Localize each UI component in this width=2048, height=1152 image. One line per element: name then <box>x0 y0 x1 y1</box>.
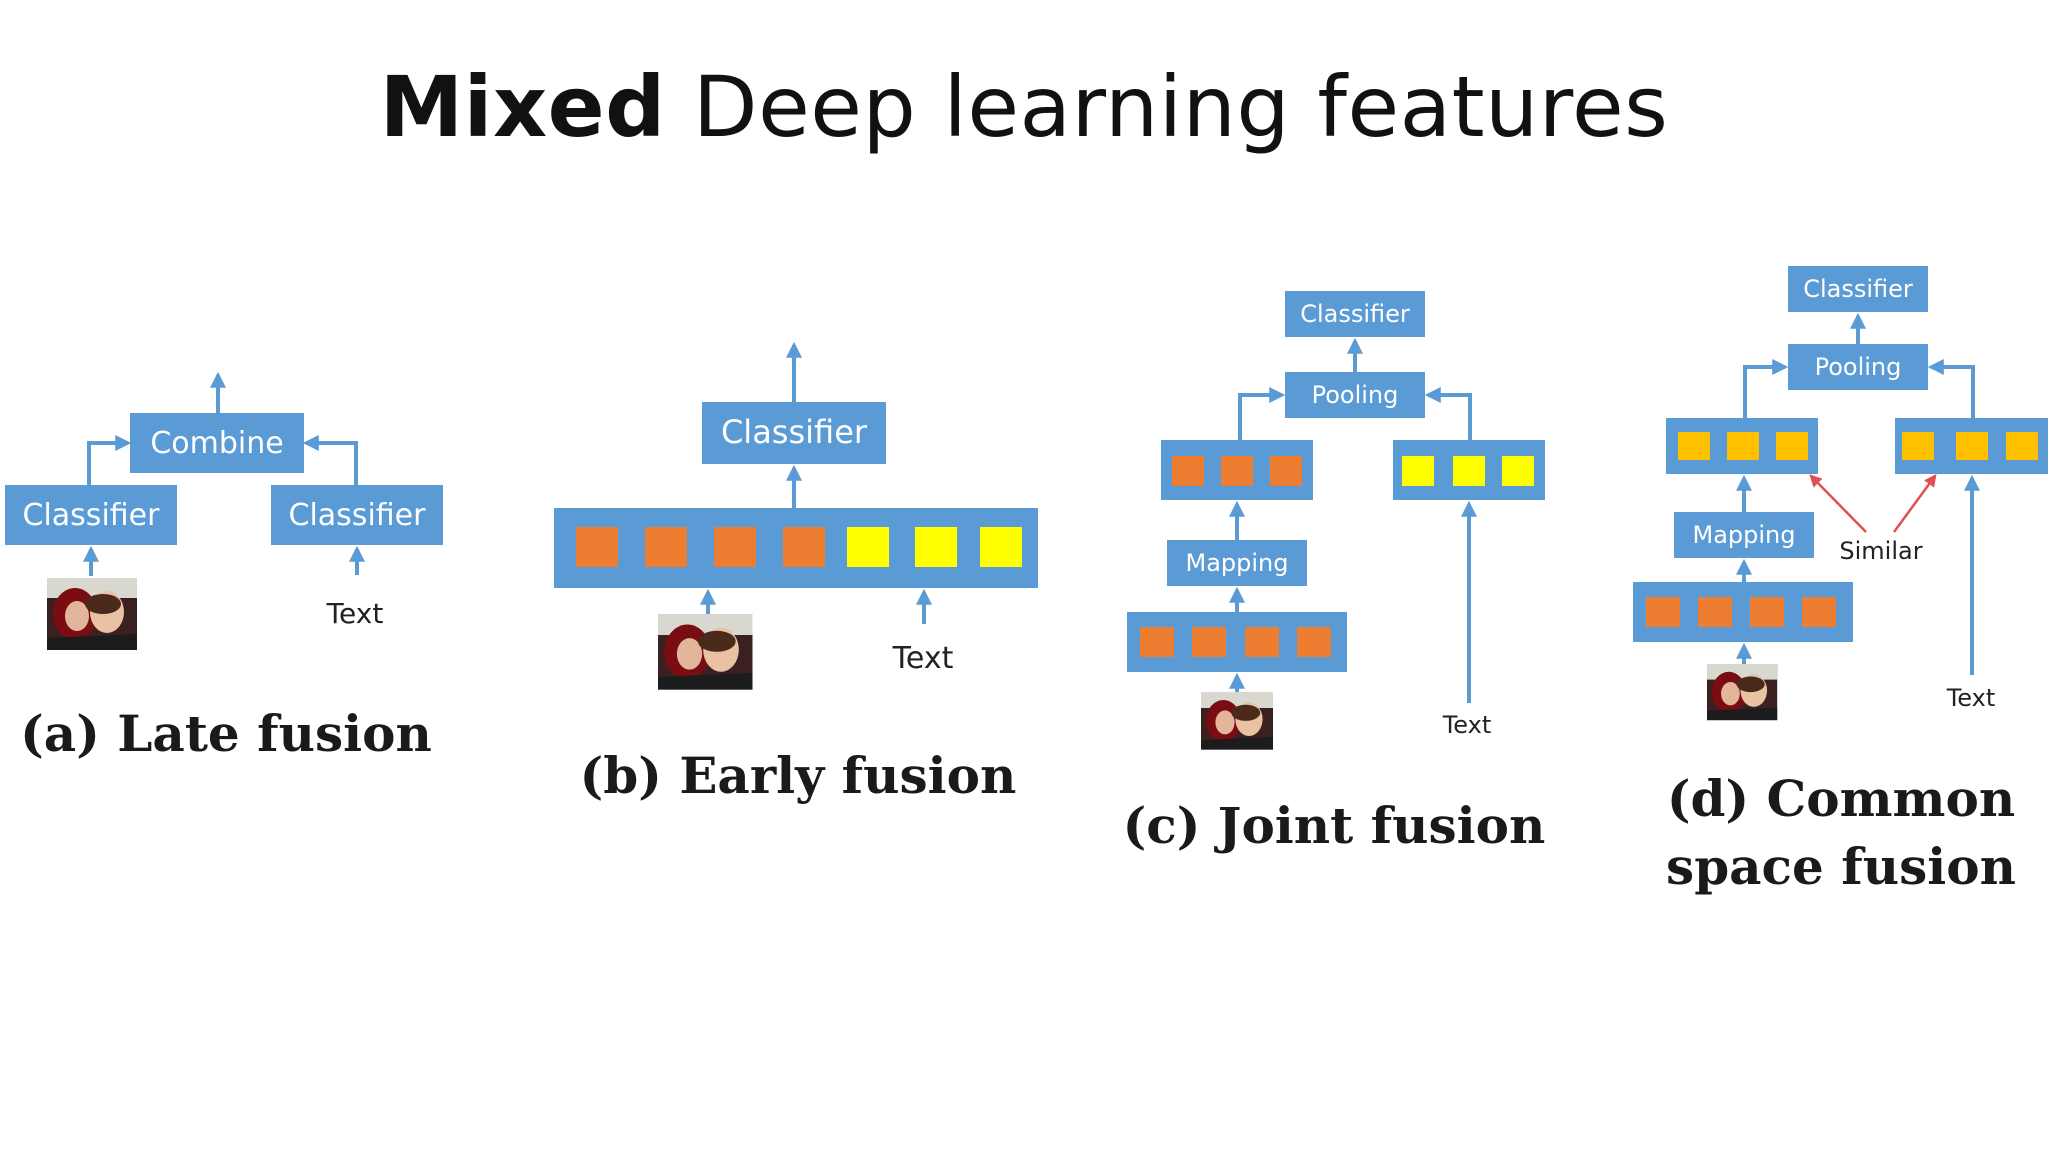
feature-cell <box>1192 627 1226 657</box>
mapping-label: Mapping <box>1693 521 1796 549</box>
feature-cell <box>915 527 957 567</box>
classifier-left-label: Classifier <box>23 498 161 533</box>
panel-late-fusion: Combine Classifier Classifier Text (a) L… <box>5 371 443 763</box>
pooling-label: Pooling <box>1815 353 1902 381</box>
feature-cell <box>1678 432 1710 460</box>
feature-cell <box>1776 432 1808 460</box>
similar-label: Similar <box>1839 537 1922 565</box>
classifier-label: Classifier <box>1803 275 1913 303</box>
text-input-label: Text <box>892 641 954 676</box>
feature-cell <box>1297 627 1331 657</box>
feature-cell <box>1802 597 1836 627</box>
mapping-box <box>1167 540 1307 586</box>
pooling-box <box>1788 344 1928 390</box>
panel-early-fusion: Classifier Text (b) Early fusion <box>554 341 1038 805</box>
title-rest: Deep learning features <box>665 58 1669 156</box>
couple-photo-icon <box>1707 664 1778 721</box>
caption-late-fusion: (a) Late fusion <box>20 704 432 763</box>
combine-label: Combine <box>150 426 283 461</box>
feature-cell <box>1727 432 1759 460</box>
feature-cell <box>645 527 687 567</box>
feature-cell <box>1270 456 1302 486</box>
classifier-right-label: Classifier <box>289 498 427 533</box>
feature-cell <box>1646 597 1680 627</box>
text-input-label: Text <box>1442 711 1492 739</box>
classifier-right-box <box>271 485 443 545</box>
title-bold: Mixed <box>379 58 666 156</box>
feature-cell <box>1245 627 1279 657</box>
caption-joint-fusion: (c) Joint fusion <box>1123 796 1546 855</box>
classifier-left-box <box>5 485 177 545</box>
feature-cell <box>1140 627 1174 657</box>
classifier-box <box>1285 291 1425 337</box>
feature-cell <box>783 527 825 567</box>
pooling-label: Pooling <box>1312 381 1399 409</box>
classifier-label: Classifier <box>1300 300 1410 328</box>
feature-cell <box>980 527 1022 567</box>
feature-cell <box>1402 456 1434 486</box>
couple-photo-icon <box>658 614 753 690</box>
feature-cell <box>576 527 618 567</box>
feature-cell <box>1902 432 1934 460</box>
classifier-box <box>702 402 886 464</box>
feature-cell <box>1698 597 1732 627</box>
feature-cell <box>1453 456 1485 486</box>
mapping-box <box>1674 512 1814 558</box>
feature-cell <box>1221 456 1253 486</box>
feature-cell <box>1750 597 1784 627</box>
classifier-box <box>1788 266 1928 312</box>
feature-cell <box>1502 456 1534 486</box>
feature-cell <box>1172 456 1204 486</box>
text-input-label: Text <box>1946 684 1996 712</box>
couple-photo-icon <box>47 578 137 650</box>
couple-photo-icon <box>1201 692 1273 750</box>
panel-joint-fusion: Classifier Pooling Mapping Text (c) Join… <box>1123 291 1546 855</box>
feature-cell <box>2006 432 2038 460</box>
feature-cell <box>847 527 889 567</box>
text-input-label: Text <box>326 597 384 630</box>
page-title: Mixed Deep learning features <box>0 58 2048 156</box>
combine-box <box>130 413 304 473</box>
classifier-label: Classifier <box>721 413 868 451</box>
feature-cell <box>714 527 756 567</box>
panel-common-space-fusion: Classifier Pooling Mapping Text Similar … <box>1633 266 2048 896</box>
mapping-label: Mapping <box>1186 549 1289 577</box>
caption-early-fusion: (b) Early fusion <box>580 746 1017 805</box>
feature-cell <box>1956 432 1988 460</box>
caption-common-space-line1: (d) Common <box>1667 769 2015 828</box>
caption-common-space-line2: space fusion <box>1666 837 2016 896</box>
pooling-box <box>1285 372 1425 418</box>
